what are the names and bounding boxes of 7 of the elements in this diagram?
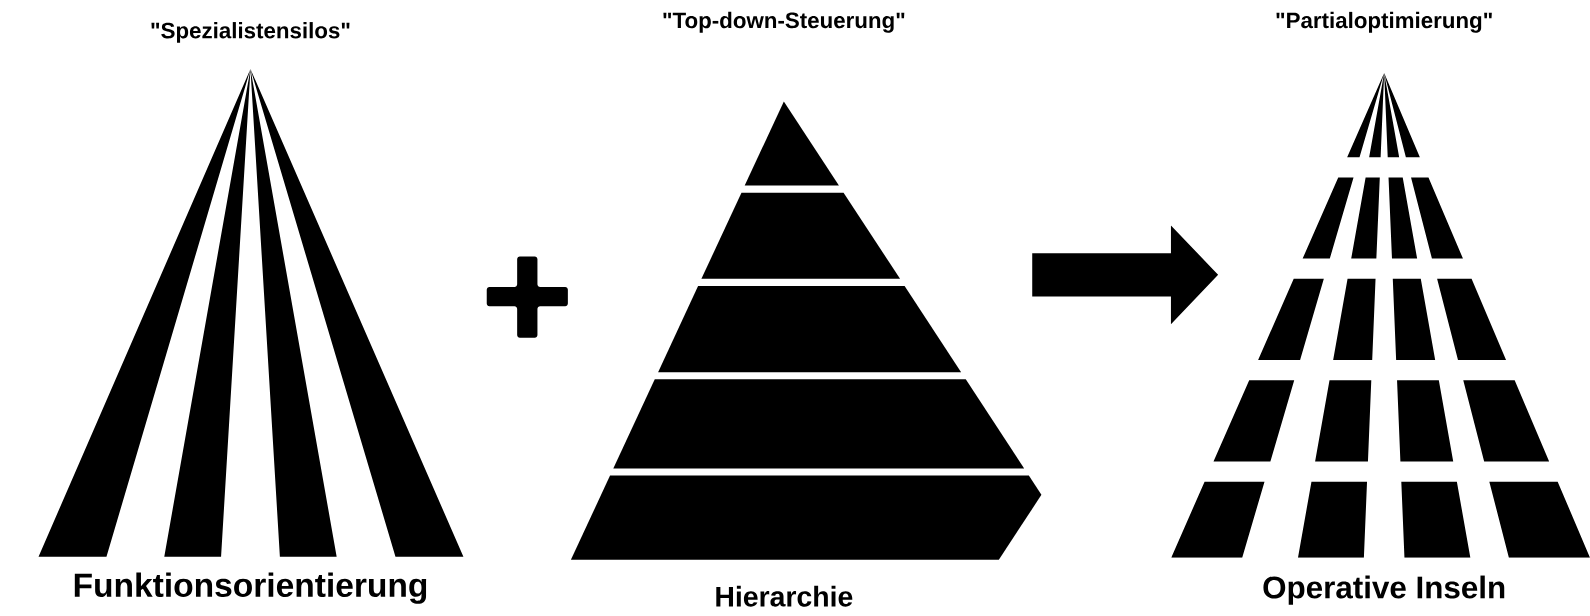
plus-sign [486,256,568,338]
heading: "Spezialistensilos" [151,22,350,44]
heading: "Partialoptimierung" [1276,12,1492,33]
node-label: Operative Inseln [1263,575,1505,606]
node-label: Hierarchie [716,586,853,607]
heading: "Top-down-Steuerung" [663,12,905,33]
node-label: Funktionsorientierung [74,572,427,605]
